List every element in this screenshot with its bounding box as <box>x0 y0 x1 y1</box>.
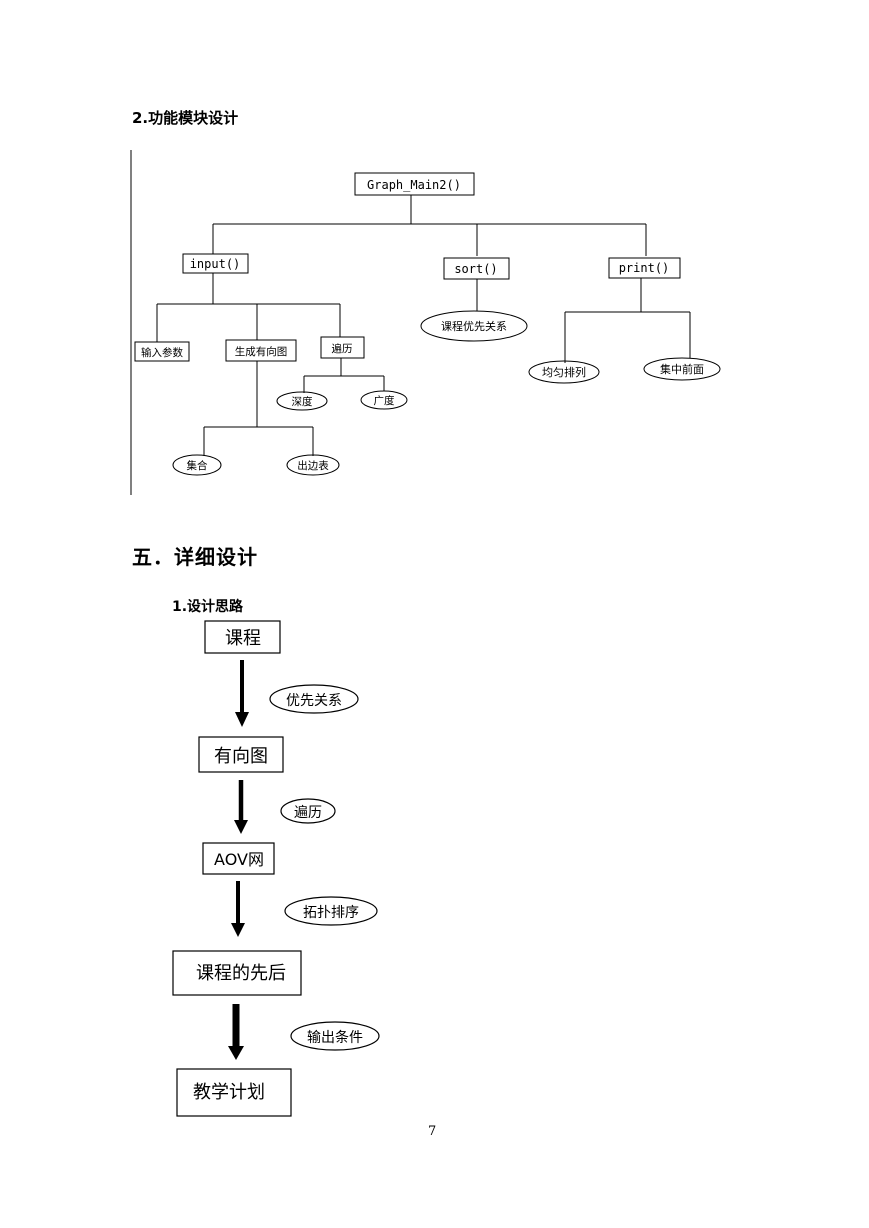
root-label: Graph_Main2() <box>367 178 461 192</box>
node-root <box>354 172 475 196</box>
node-out-edge-table <box>286 454 340 476</box>
even-arrange-label: 均匀排列 <box>542 365 586 379</box>
set-label: 集合 <box>187 459 208 472</box>
sort-label: sort() <box>454 262 497 276</box>
input-label: input() <box>190 257 241 271</box>
node-course-priority <box>420 310 528 342</box>
front-concentrate-label: 集中前面 <box>660 362 704 376</box>
node-input-params <box>134 341 190 362</box>
depth-label: 深度 <box>292 395 313 408</box>
node-sort <box>443 257 510 280</box>
node-front-concentrate <box>643 357 721 381</box>
node-even-arrange <box>528 360 600 384</box>
node-traverse <box>320 336 365 359</box>
course-priority-label: 课程优先关系 <box>441 319 507 333</box>
node-print <box>608 257 681 279</box>
generate-graph-label: 生成有向图 <box>235 345 288 358</box>
traverse-label: 遍历 <box>332 342 353 355</box>
node-depth <box>276 391 328 411</box>
breadth-label: 广度 <box>374 394 395 407</box>
out-edge-table-label: 出边表 <box>297 459 329 472</box>
print-label: print() <box>619 261 670 275</box>
node-breadth <box>360 390 408 410</box>
node-generate-graph <box>225 339 297 362</box>
section-heading-module-design: 2.功能模块设计 <box>132 109 239 127</box>
input-params-label: 输入参数 <box>141 346 183 359</box>
node-input <box>182 253 249 274</box>
page-number: 7 <box>428 1124 437 1139</box>
section-heading-design-idea: 1.设计思路 <box>172 599 244 615</box>
section-heading-detailed-design: 五．详细设计 <box>132 545 258 569</box>
node-set <box>172 454 222 476</box>
